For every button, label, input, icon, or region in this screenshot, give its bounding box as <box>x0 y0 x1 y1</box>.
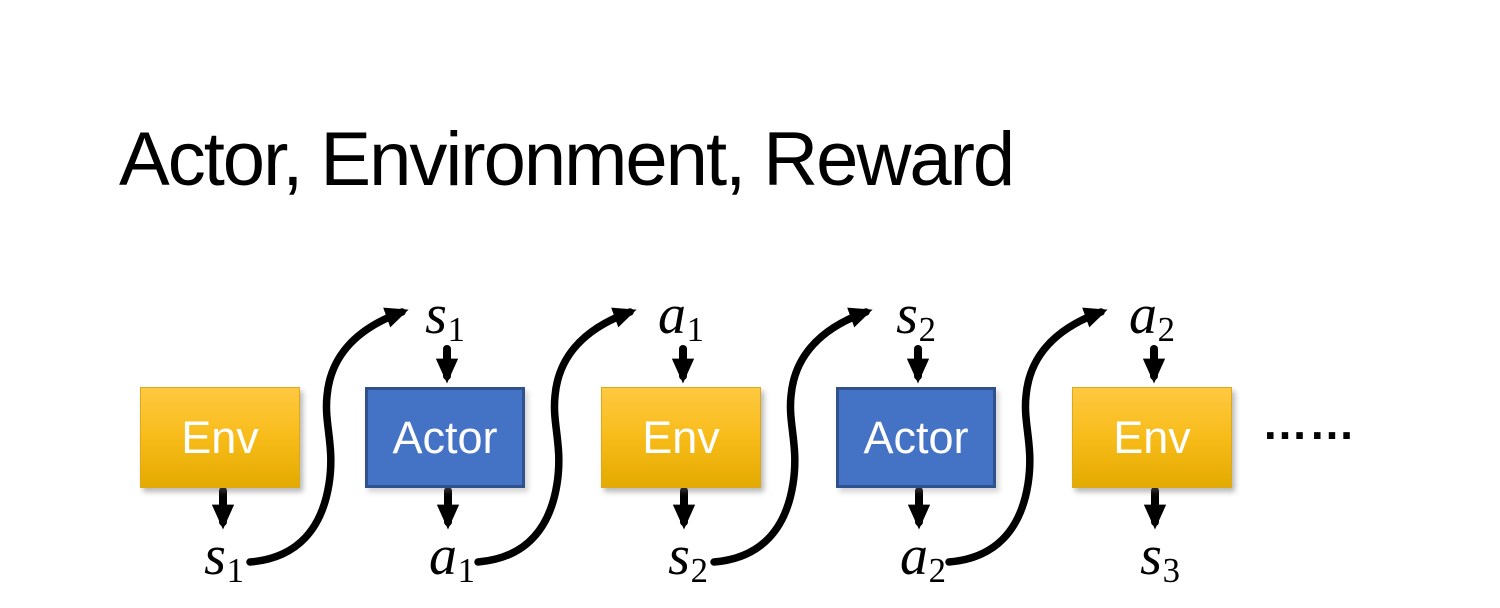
label-top-s1: s1 <box>425 284 465 347</box>
label-subscript: 1 <box>447 310 465 350</box>
curved-arrow-s1 <box>246 307 409 566</box>
curved-arrow-s2 <box>710 307 873 566</box>
label-subscript: 1 <box>457 551 476 591</box>
label-base: a <box>428 525 457 587</box>
box-label: Actor <box>392 411 498 463</box>
slide-title: Actor, Environment, Reward <box>119 117 1015 202</box>
label-bottom-s3: s3 <box>1140 525 1180 588</box>
box-actor-4: Actor <box>836 387 996 488</box>
curved-arrow-a1 <box>474 307 637 566</box>
label-bottom-s2: s2 <box>668 525 708 588</box>
box-label: Env <box>181 411 259 463</box>
label-base: a <box>657 284 686 346</box>
box-label: Env <box>1113 411 1191 463</box>
label-base: s <box>425 284 447 346</box>
label-subscript: 3 <box>1162 551 1180 591</box>
label-base: a <box>1128 284 1157 346</box>
label-subscript: 2 <box>918 310 936 350</box>
label-base: s <box>896 284 918 346</box>
box-label: Env <box>642 411 720 463</box>
box-actor-2: Actor <box>365 387 525 488</box>
label-bottom-a2: a2 <box>899 525 946 588</box>
label-subscript: 2 <box>1157 310 1176 350</box>
label-subscript: 1 <box>686 310 705 350</box>
label-base: s <box>204 525 226 587</box>
label-base: a <box>899 525 928 587</box>
curved-arrow-a2 <box>945 307 1108 566</box>
box-env-5: Env <box>1072 387 1232 488</box>
box-label: Actor <box>863 411 969 463</box>
label-subscript: 2 <box>928 551 947 591</box>
label-top-a2: a2 <box>1128 284 1175 347</box>
label-bottom-s1: s1 <box>204 525 244 588</box>
label-base: s <box>1140 525 1162 587</box>
label-bottom-a1: a1 <box>428 525 475 588</box>
label-base: s <box>668 525 690 587</box>
ellipsis-dots: …… <box>1262 397 1356 449</box>
label-top-a1: a1 <box>657 284 704 347</box>
label-subscript: 1 <box>226 551 244 591</box>
label-top-s2: s2 <box>896 284 936 347</box>
box-env-1: Env <box>140 387 300 488</box>
box-env-3: Env <box>601 387 761 488</box>
label-subscript: 2 <box>690 551 708 591</box>
